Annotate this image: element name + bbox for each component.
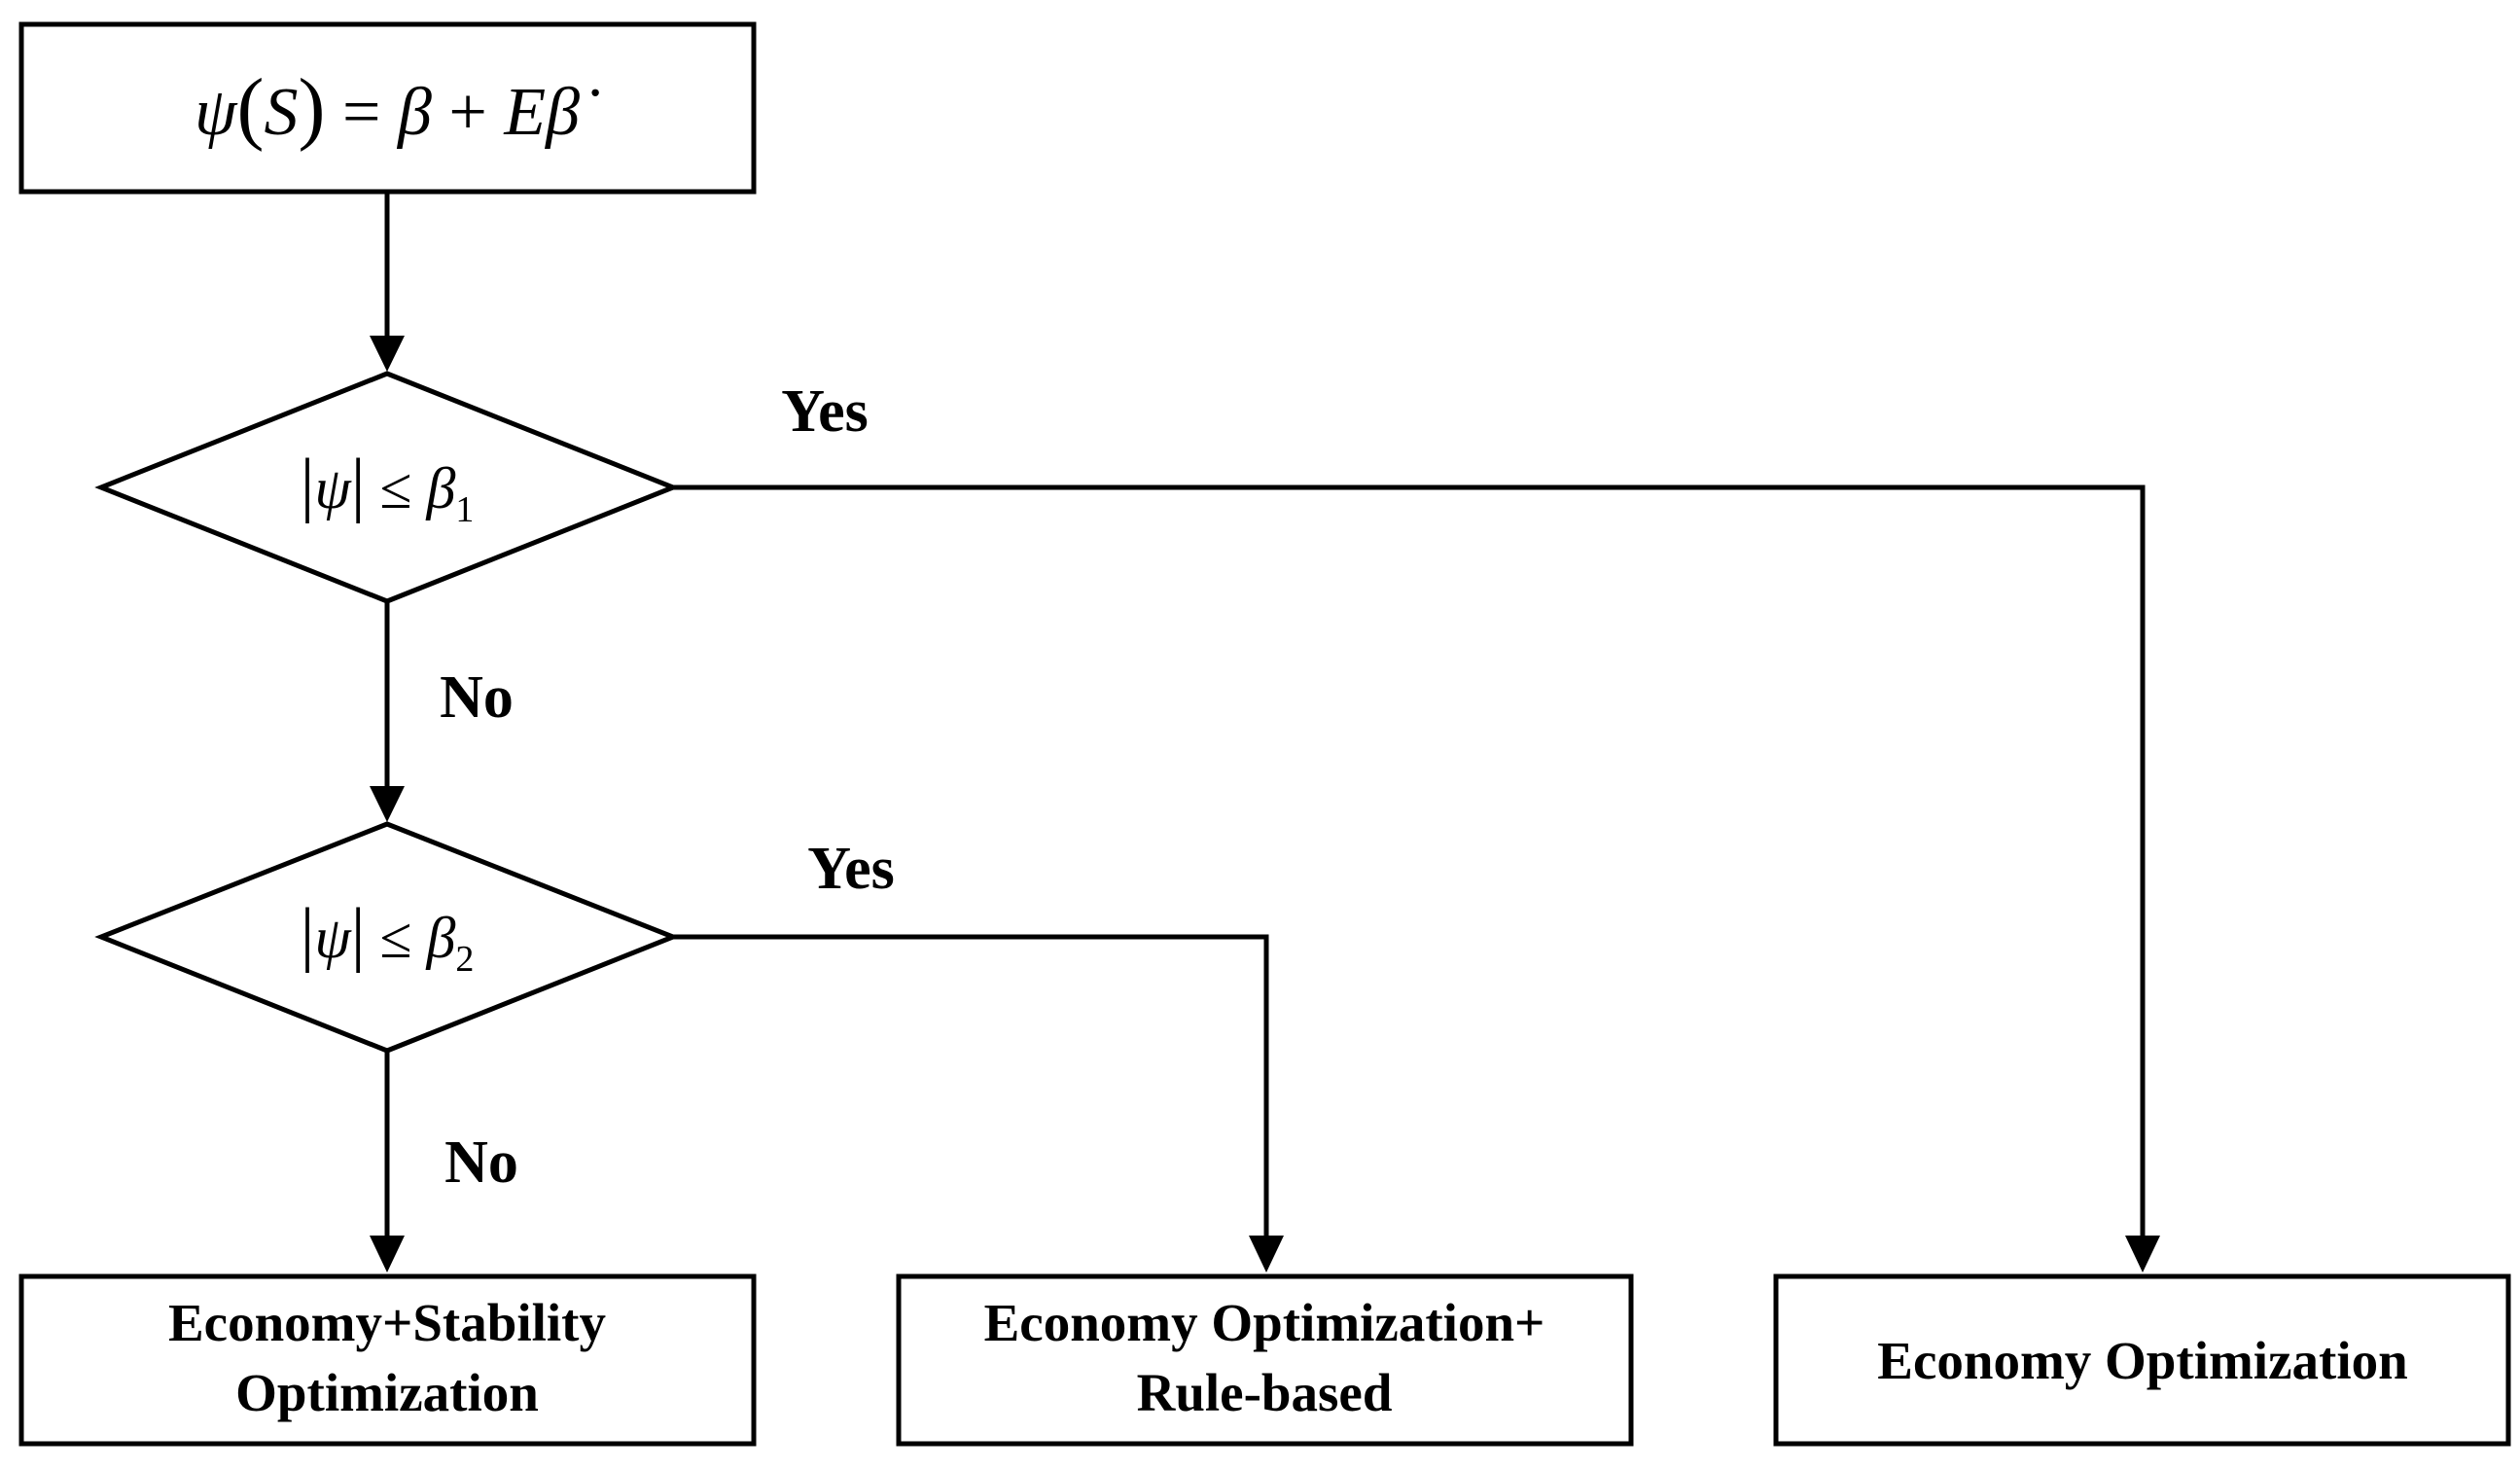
connector-decision1-yes <box>673 484 2146 1236</box>
decision2-leq: ≤ <box>366 906 427 970</box>
decision2-yes-label: Yes <box>807 836 895 902</box>
formula-arg-s: S <box>265 75 299 150</box>
decision2-bar-left: | <box>301 894 315 974</box>
decision1-subscript: 1 <box>455 489 474 530</box>
decision1-yes-label: Yes <box>781 378 869 445</box>
output-left-line2: Optimization <box>235 1363 539 1422</box>
decision2-condition: |ψ| ≤ β2 <box>301 894 475 980</box>
arrowhead-right-output <box>2125 1236 2160 1273</box>
formula-plus: + <box>432 75 504 150</box>
formula-e: E <box>503 75 546 150</box>
arrowhead-middle-output <box>1249 1236 1284 1273</box>
formula-equals: = <box>325 75 397 150</box>
decision1-psi: ψ <box>314 456 352 520</box>
decision1-beta: β <box>425 456 455 520</box>
output-right-line1: Economy Optimization <box>1877 1331 2407 1390</box>
decision2-subscript: 2 <box>455 939 474 980</box>
formula-beta: β <box>396 75 432 150</box>
formula-open-paren: ( <box>237 62 265 153</box>
decision1-leq: ≤ <box>366 456 427 520</box>
decision2-no-label: No <box>444 1129 518 1196</box>
output-middle-line2: Rule-based <box>1137 1363 1393 1422</box>
arrowhead-decision2 <box>370 786 405 822</box>
output-middle-line1: Economy Optimization+ <box>984 1293 1545 1352</box>
output-box-economy-rule-based <box>896 1273 1634 1447</box>
output-box-economy-stability <box>18 1273 757 1447</box>
formula-box <box>18 21 757 195</box>
decision1-no-label: No <box>440 664 514 731</box>
decision2-beta: β <box>425 906 455 970</box>
connector-decision2-yes <box>673 934 1269 1236</box>
arrowhead-left-output <box>370 1236 405 1273</box>
decision1-condition: |ψ| ≤ β1 <box>301 445 475 530</box>
output-box-economy-optimization <box>1773 1273 2511 1447</box>
decision1-bar-left: | <box>301 445 315 524</box>
arrowhead-decision1 <box>370 336 405 372</box>
formula-close-paren: ) <box>299 62 326 153</box>
decision2-bar-right: | <box>351 894 366 974</box>
decision1-bar-right: | <box>351 445 366 524</box>
decision2-psi: ψ <box>314 906 352 970</box>
formula-text: ψ(S) = β + Eβ̇ <box>195 62 599 153</box>
output-left-line1: Economy+Stability <box>168 1293 606 1352</box>
formula-psi: ψ <box>195 75 238 150</box>
